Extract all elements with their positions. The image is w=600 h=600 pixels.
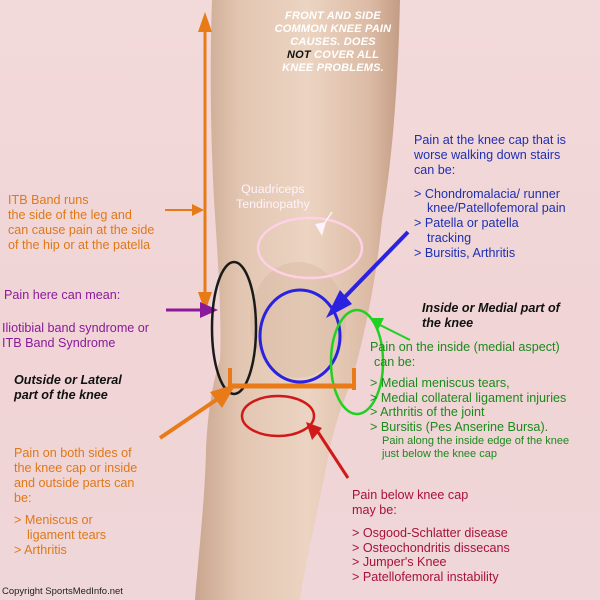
- medial-item: > Medial meniscus tears,: [370, 375, 510, 390]
- green-arrow-line: [377, 323, 411, 341]
- patella-circle: [258, 288, 342, 384]
- lateral-ellipse: [210, 260, 258, 396]
- lateral-label: Outside or Lateral part of the knee: [14, 373, 122, 403]
- knee-cap-line: Pain at the knee cap that is: [414, 133, 566, 147]
- knee-cap-item: tracking: [427, 231, 472, 246]
- below-item: > Osgood-Schlatter disease: [352, 525, 508, 540]
- bracket-arrow-line: [158, 394, 224, 440]
- quadriceps-label-line: Quadriceps: [241, 182, 305, 196]
- red-arrow-head: [306, 422, 322, 440]
- pain-here-text: Iliotibial band syndrome or ITB Band Syn…: [2, 321, 149, 351]
- medial-note: just below the knee cap: [382, 448, 497, 461]
- title-line: KNEE PROBLEMS.: [282, 61, 384, 74]
- blue-arrow-head: [326, 290, 352, 318]
- lateral-line: part of the knee: [14, 387, 108, 402]
- green-arrow-head: [370, 318, 384, 330]
- medial-line: can be:: [374, 354, 416, 369]
- medial-text: Pain on the inside (medial aspect) can b…: [370, 340, 569, 461]
- below-kneecap-ellipse: [240, 394, 316, 438]
- both-sides-item: > Meniscus or: [14, 513, 93, 528]
- title-line: COMMON KNEE PAIN: [274, 22, 392, 35]
- medial-ellipse: [329, 308, 385, 416]
- pain-here-line: ITB Band Syndrome: [2, 335, 116, 350]
- both-sides-item: ligament tears: [27, 528, 107, 543]
- title-line: FRONT AND SIDE: [285, 10, 381, 22]
- itb-text: ITB Band runs the side of the leg and ca…: [8, 193, 154, 252]
- medial-item: > Arthritis of the joint: [370, 405, 485, 420]
- title-not-word: NOT: [286, 48, 311, 61]
- red-arrow-line: [316, 431, 350, 479]
- title-line: NOT COVER ALL: [248, 49, 418, 62]
- title-line: CAUSES. DOES: [290, 35, 376, 48]
- diagram-title: FRONT AND SIDE COMMON KNEE PAIN CAUSES. …: [248, 10, 418, 75]
- medial-title-line: the knee: [422, 315, 474, 330]
- medial-title-line: Inside or Medial part of: [422, 301, 560, 315]
- below-line: Pain below knee cap: [352, 488, 469, 502]
- quadriceps-ellipse: [256, 216, 364, 280]
- knee-cap-text: Pain at the knee cap that is worse walki…: [414, 133, 566, 261]
- below-item: > Jumper's Knee: [352, 555, 447, 570]
- below-line: may be:: [352, 502, 397, 517]
- title-line-rest: COVER ALL: [310, 48, 380, 61]
- quadriceps-label: Quadriceps Tendinopathy: [236, 182, 310, 211]
- both-sides-item: > Arthritis: [14, 543, 67, 558]
- purple-arrow-head: [200, 302, 218, 318]
- copyright-text: Copyright SportsMedInfo.net: [2, 586, 123, 597]
- medial-item: > Bursitis (Pes Anserine Bursa).: [370, 420, 549, 435]
- itb-line: of the hip or at the patella: [8, 237, 151, 252]
- medial-line: Pain on the inside (medial aspect): [370, 340, 560, 354]
- itb-line: can cause pain at the side: [8, 222, 155, 237]
- pain-here-heading: Pain here can mean:: [4, 288, 121, 302]
- both-sides-line: the knee cap or inside: [14, 460, 138, 475]
- both-sides-line: be:: [14, 490, 32, 505]
- patella-shadow: [250, 262, 346, 378]
- medial-item: > Medial collateral ligament injuries: [370, 390, 567, 405]
- knee-cap-item: knee/Patellofemoral pain: [427, 201, 566, 216]
- medial-note: Pain along the inside edge of the knee: [382, 435, 570, 448]
- bracket-arrow-head: [210, 384, 236, 408]
- itb-line: the side of the leg and: [8, 207, 132, 222]
- itb-line: ITB Band runs: [8, 193, 89, 207]
- both-sides-line: Pain on both sides of: [14, 446, 132, 460]
- itb-pointer-head: [192, 204, 204, 216]
- knee-cap-item: > Chondromalacia/ runner: [414, 186, 560, 201]
- both-sides-text: Pain on both sides of the knee cap or in…: [14, 446, 137, 558]
- below-item: > Osteochondritis dissecans: [352, 540, 510, 555]
- itb-arrowhead-top: [198, 12, 212, 32]
- below-kneecap-text: Pain below knee cap may be: > Osgood-Sch…: [352, 488, 510, 585]
- knee-cap-item: > Bursitis, Arthritis: [414, 246, 516, 261]
- leg-shape: [195, 0, 400, 600]
- itb-arrowhead-bottom: [198, 292, 212, 312]
- knee-cap-line: worse walking down stairs: [414, 147, 561, 162]
- pain-here-line: Iliotibial band syndrome or: [2, 321, 150, 335]
- quadriceps-arrow-line: [319, 211, 333, 231]
- quadriceps-label-line: Tendinopathy: [236, 196, 310, 211]
- below-item: > Patellofemoral instability: [352, 570, 499, 585]
- knee-cap-line: can be:: [414, 162, 456, 177]
- lateral-line: Outside or Lateral: [14, 373, 122, 387]
- knee-cap-item: > Patella or patella: [414, 216, 519, 231]
- blue-arrow-line: [340, 230, 410, 302]
- both-sides-line: and outside parts can: [14, 475, 135, 490]
- medial-title: Inside or Medial part of the knee: [422, 301, 560, 331]
